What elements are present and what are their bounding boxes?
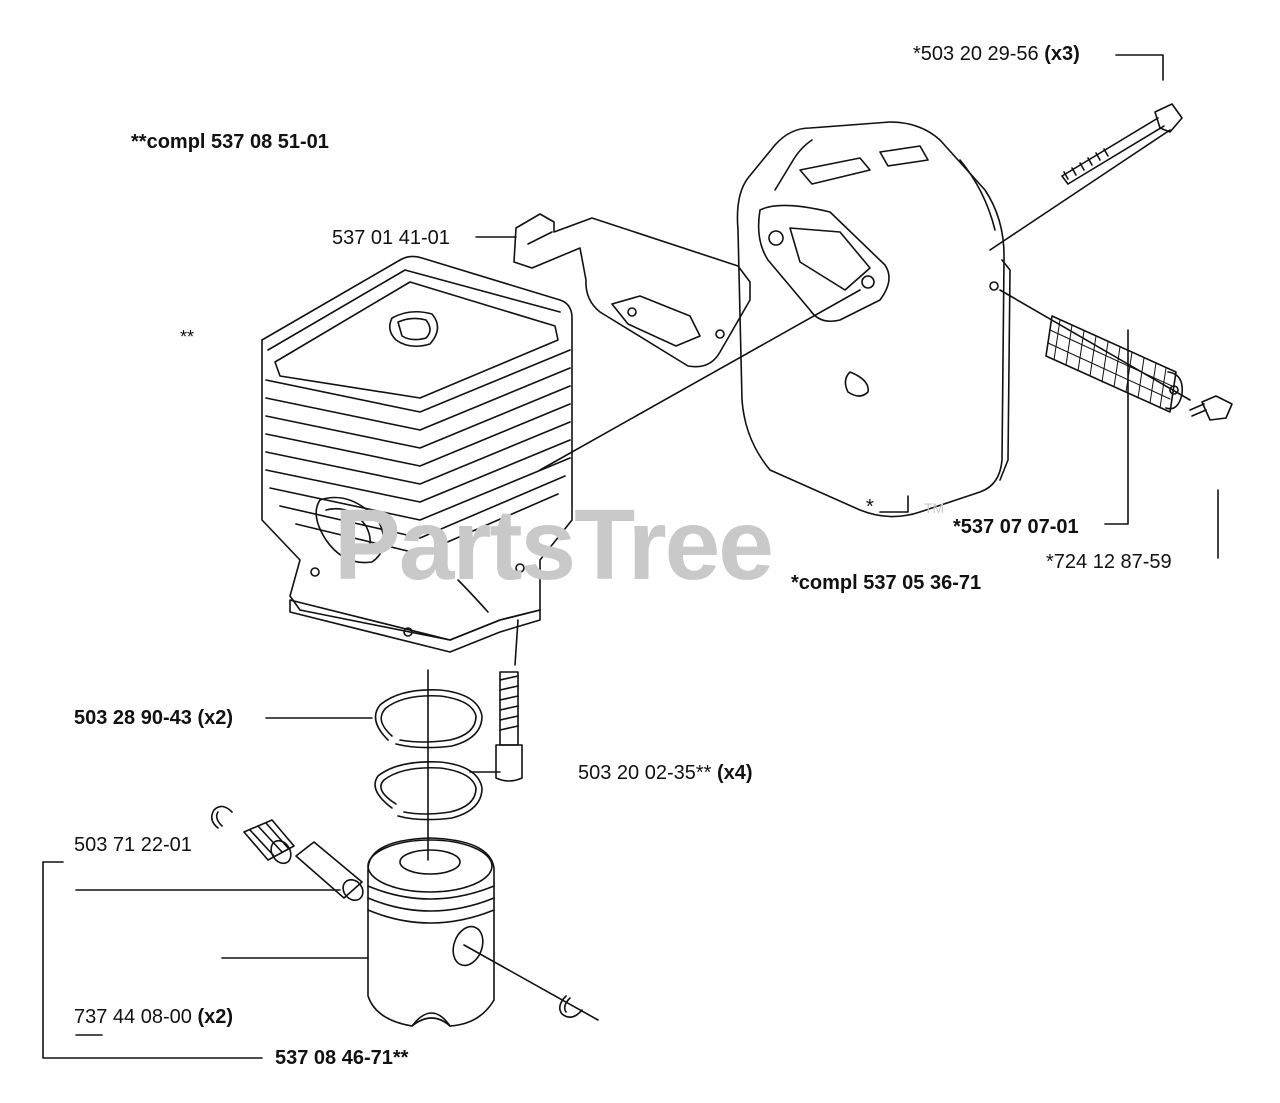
label-muffler-marker: *	[866, 496, 874, 518]
quantity: (x2)	[197, 1006, 234, 1028]
quantity: (x3)	[1044, 43, 1080, 65]
part-number: *724 12 87-59	[1046, 551, 1172, 573]
label-retaining-rings: 737 44 08-00 (x2)	[74, 1006, 233, 1028]
label-muffler-complete: *compl 537 05 36-71	[791, 572, 981, 594]
label-needle-bearing: 503 71 22-01	[74, 834, 192, 856]
spark-screen-drawing	[1045, 315, 1184, 413]
part-number: 537 01 41-01	[332, 227, 450, 249]
part-number: 537 08 46-71**	[275, 1047, 409, 1069]
quantity: (x2)	[197, 707, 234, 729]
part-number: *537 07 07-01	[953, 516, 1079, 538]
leader-lines	[42, 54, 1219, 1059]
label-muffler-bracket: 537 01 41-01	[332, 227, 450, 249]
watermark-text: PartsTree	[334, 489, 774, 601]
watermark-trademark: TM	[924, 500, 945, 516]
label-screen-screw: *724 12 87-59	[1046, 551, 1172, 573]
part-number: *503 20 29-56	[913, 43, 1039, 65]
muffler-bolt-drawing	[1061, 103, 1183, 185]
assembly-number: **compl 537 08 51-01	[131, 131, 329, 153]
retaining-ring-upper-drawing	[210, 805, 233, 829]
part-number: 737 44 08-00	[74, 1006, 192, 1028]
label-cylinder-marker: **	[180, 326, 194, 348]
label-cylinder-screws: 503 20 02-35** (x4)	[578, 762, 753, 784]
part-number: 503 71 22-01	[74, 834, 192, 856]
retaining-ring-lower-drawing	[558, 995, 583, 1018]
label-piston-kit: 537 08 46-71**	[275, 1047, 408, 1069]
label-spark-screen: *537 07 07-01	[953, 516, 1079, 538]
marker-text: **	[180, 327, 195, 347]
cylinder-drawing	[261, 255, 573, 653]
label-muffler-bolt: *503 20 29-56 (x3)	[913, 43, 1080, 65]
part-number: 503 28 90-43	[74, 707, 192, 729]
needle-bearing-drawing	[243, 819, 295, 865]
muffler-drawing	[736, 121, 1011, 518]
cylinder-screw-drawing	[495, 671, 523, 782]
assembly-number: *compl 537 05 36-71	[791, 572, 982, 594]
piston-rings-drawing	[374, 688, 483, 821]
screen-screw-drawing	[1189, 395, 1233, 421]
quantity: (x4)	[717, 762, 753, 784]
label-piston-rings: 503 28 90-43 (x2)	[74, 707, 233, 729]
part-number: 503 20 02-35**	[578, 762, 712, 784]
muffler-bracket-drawing	[513, 213, 751, 368]
label-cylinder-complete: **compl 537 08 51-01	[131, 131, 329, 153]
marker-text: *	[866, 496, 874, 518]
piston-pin-drawing	[295, 841, 364, 902]
piston-drawing	[367, 837, 495, 1027]
